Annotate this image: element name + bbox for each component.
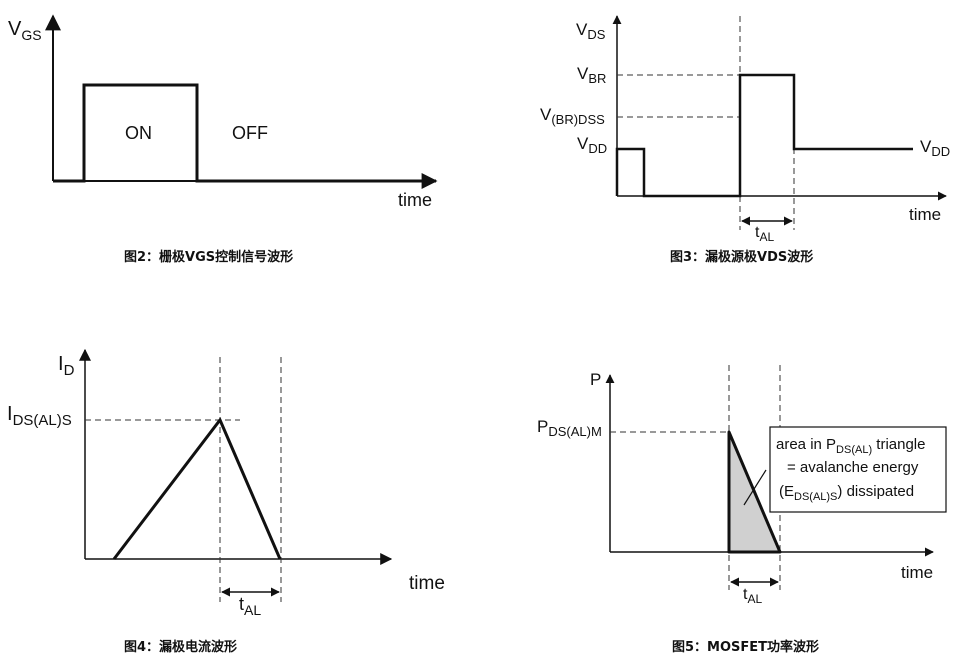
fig5-annotation-box — [769, 426, 947, 513]
fig5-power-waveform: area in PDS(AL) triangle = avalanche ene… — [537, 365, 947, 655]
fig2-y-label: VGS — [8, 18, 42, 43]
fig5-energy-triangle — [727, 430, 782, 554]
fig3-vdd-right-label: VDD — [920, 137, 950, 159]
fig5-tal-label: tAL — [743, 586, 762, 606]
fig4-y-label: ID — [58, 353, 75, 379]
fig2-on-label: ON — [125, 123, 152, 143]
fig4-id-waveform: ID IDS(AL)S time tAL 图4：漏极电流波形 — [7, 348, 445, 655]
fig3-vds-waveform: VDS VBR V(BR)DSS VDD VDD time tAL 图3：漏极源… — [540, 15, 950, 265]
fig5-box-line1: area in PDS(AL) triangle — [776, 436, 925, 456]
fig5-callout-line — [743, 469, 767, 506]
fig3-caption: 图3：漏极源极VDS波形 — [670, 249, 813, 265]
fig3-vdd-label: VDD — [577, 134, 607, 156]
fig2-vgs-waveform: VGS ON OFF time 图2：栅极VGS控制信号波形 — [8, 14, 438, 265]
fig2-x-label: time — [398, 190, 432, 210]
fig2-vgs-pulse — [53, 83, 436, 183]
fig4-ids-label: IDS(AL)S — [7, 403, 72, 429]
fig3-vbrdss-label: V(BR)DSS — [540, 105, 605, 127]
fig5-box-line3: (EDS(AL)S) dissipated — [779, 483, 914, 503]
fig3-vds-trace — [615, 73, 913, 198]
fig3-tal-label: tAL — [755, 224, 774, 244]
fig5-caption: 图5：MOSFET功率波形 — [672, 639, 819, 655]
fig2-off-label: OFF — [232, 123, 268, 143]
fig3-vbr-label: VBR — [577, 64, 606, 86]
fig2-caption: 图2：栅极VGS控制信号波形 — [124, 249, 293, 265]
fig5-box-line2: = avalanche energy — [787, 459, 919, 476]
fig4-caption: 图4：漏极电流波形 — [124, 639, 237, 655]
fig5-y-label: P — [590, 370, 601, 389]
fig4-tal-label: tAL — [239, 594, 261, 618]
fig4-id-triangle — [112, 417, 282, 560]
fig3-x-label: time — [909, 205, 941, 224]
fig5-pds-label: PDS(AL)M — [537, 417, 602, 439]
fig3-y-label: VDS — [576, 20, 606, 42]
fig5-x-label: time — [901, 563, 933, 582]
fig4-x-label: time — [409, 573, 445, 594]
